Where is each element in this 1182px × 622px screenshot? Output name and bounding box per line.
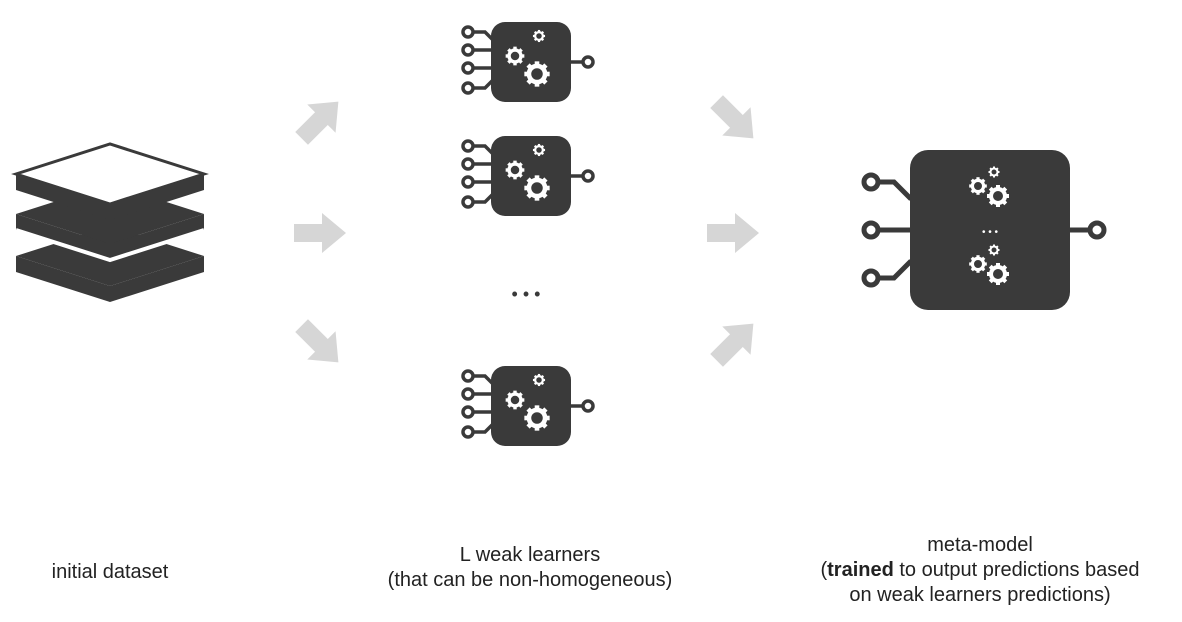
meta-model-description-line2: on weak learners predictions): [849, 584, 1111, 606]
initial-dataset-text: initial dataset: [51, 561, 169, 583]
meta-model-label: meta-model (trained to output prediction…: [760, 533, 1182, 608]
weak-learners-subtitle: (that can be non-homogeneous): [387, 569, 673, 591]
dataset-stack-icon: [11, 142, 209, 302]
weak-learner-icon: [463, 366, 593, 446]
meta-model-title: meta-model: [927, 534, 1033, 556]
arrow-icon: [702, 87, 768, 153]
weak-learner-icon: [463, 136, 593, 216]
weak-learners-title: L weak learners: [459, 544, 601, 566]
weak-learners-label: L weak learners (that can be non-homogen…: [340, 543, 720, 593]
initial-dataset-label: initial dataset: [30, 560, 190, 585]
weak-learner-icon: [463, 22, 593, 102]
trained-emphasis: trained: [827, 559, 894, 581]
learners-ellipsis: • • •: [512, 284, 541, 304]
arrow-icon: [702, 309, 768, 375]
meta-model-description-rest: to output predictions based: [893, 559, 1140, 581]
meta-model-ellipsis: • • •: [982, 227, 999, 238]
arrow-icon: [287, 87, 353, 153]
meta-model-icon: • • •: [861, 150, 1107, 310]
meta-model-description-line1: (trained to output predictions based: [760, 558, 1182, 583]
open-paren: (: [820, 559, 828, 581]
arrow-icon: [707, 213, 759, 253]
arrow-icon: [287, 311, 353, 377]
arrow-icon: [294, 213, 346, 253]
